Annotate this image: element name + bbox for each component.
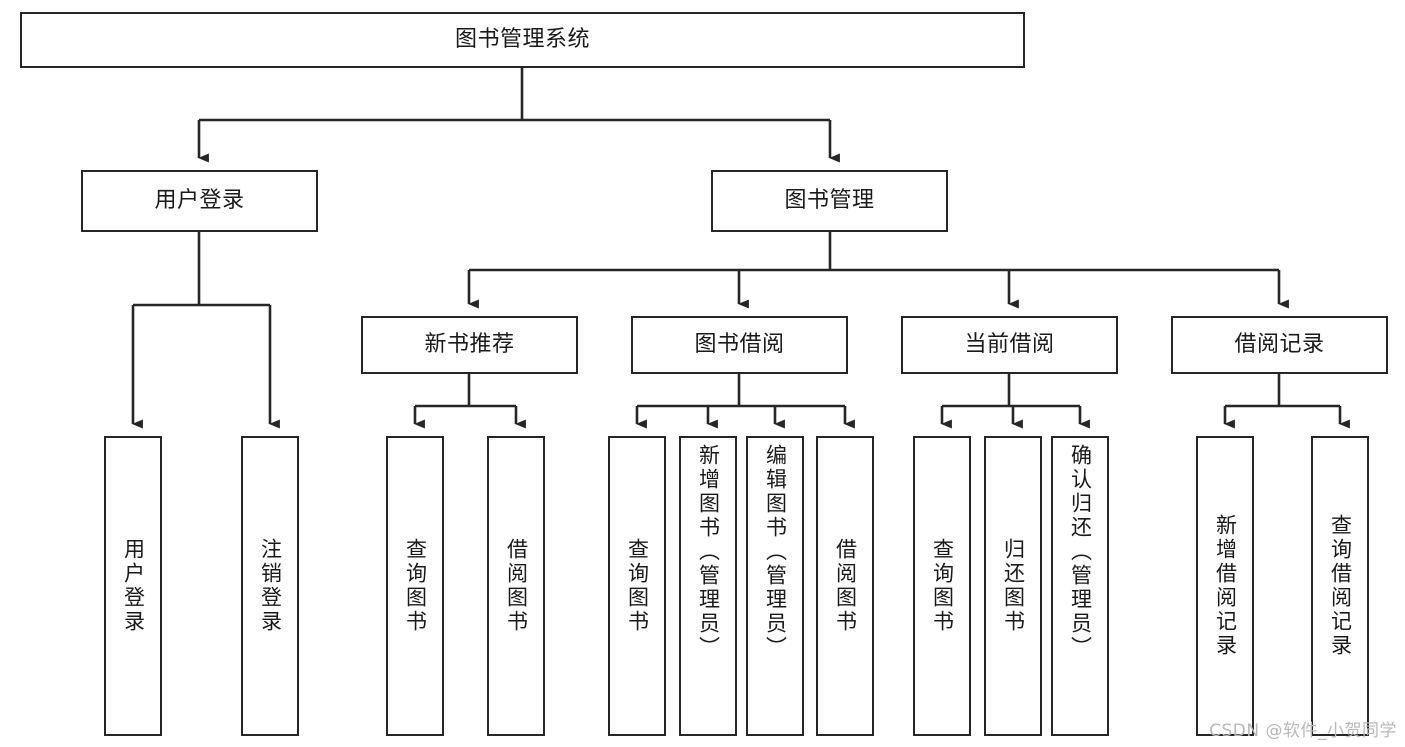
node-root-label: 图书管理系统 bbox=[454, 27, 590, 53]
node-leaf-return-book-label: 归还图书 bbox=[1001, 538, 1026, 634]
node-book-borrow-label: 图书借阅 bbox=[694, 332, 785, 358]
node-leaf-borrow-book-label: 借阅图书 bbox=[833, 538, 858, 634]
node-leaf-query-book-current[interactable]: 查询图书 bbox=[913, 436, 971, 736]
node-leaf-query-borrow-record-label: 查询借阅记录 bbox=[1328, 514, 1353, 658]
node-leaf-borrow-book-recommend[interactable]: 借阅图书 bbox=[487, 436, 545, 736]
node-root[interactable]: 图书管理系统 bbox=[20, 12, 1025, 68]
node-leaf-add-borrow-record[interactable]: 新增借阅记录 bbox=[1196, 436, 1254, 736]
node-new-book-recommend-label: 新书推荐 bbox=[424, 332, 515, 358]
node-leaf-logout-login-label: 注销登录 bbox=[258, 538, 283, 634]
node-leaf-user-login-label: 用户登录 bbox=[121, 538, 146, 634]
node-leaf-borrow-book[interactable]: 借阅图书 bbox=[816, 436, 874, 736]
node-borrow-record-label: 借阅记录 bbox=[1234, 332, 1325, 358]
node-leaf-return-book[interactable]: 归还图书 bbox=[984, 436, 1042, 736]
node-leaf-query-book-current-label: 查询图书 bbox=[930, 538, 955, 634]
node-leaf-borrow-book-recommend-label: 借阅图书 bbox=[504, 538, 529, 634]
node-current-borrow-label: 当前借阅 bbox=[964, 332, 1055, 358]
node-leaf-query-book-borrow[interactable]: 查询图书 bbox=[608, 436, 666, 736]
node-leaf-add-borrow-record-label: 新增借阅记录 bbox=[1213, 514, 1238, 658]
node-current-borrow[interactable]: 当前借阅 bbox=[901, 316, 1118, 374]
node-leaf-user-login[interactable]: 用户登录 bbox=[104, 436, 162, 736]
node-leaf-add-book-admin[interactable]: 新增图书（管理员） bbox=[679, 436, 737, 736]
node-leaf-confirm-return-admin[interactable]: 确认归还（管理员） bbox=[1051, 436, 1109, 736]
node-user-login[interactable]: 用户登录 bbox=[81, 170, 318, 232]
node-new-book-recommend[interactable]: 新书推荐 bbox=[361, 316, 578, 374]
node-user-login-label: 用户登录 bbox=[154, 188, 245, 214]
node-leaf-edit-book-admin-label: 编辑图书（管理员） bbox=[763, 444, 788, 660]
node-book-manage-label: 图书管理 bbox=[784, 188, 875, 214]
node-leaf-query-book-recommend[interactable]: 查询图书 bbox=[386, 436, 444, 736]
node-leaf-confirm-return-admin-label: 确认归还（管理员） bbox=[1068, 444, 1093, 660]
node-leaf-query-book-recommend-label: 查询图书 bbox=[403, 538, 428, 634]
node-leaf-edit-book-admin[interactable]: 编辑图书（管理员） bbox=[746, 436, 804, 736]
node-leaf-query-book-borrow-label: 查询图书 bbox=[625, 538, 650, 634]
node-borrow-record[interactable]: 借阅记录 bbox=[1171, 316, 1388, 374]
node-leaf-logout-login[interactable]: 注销登录 bbox=[241, 436, 299, 736]
node-book-borrow[interactable]: 图书借阅 bbox=[631, 316, 848, 374]
csdn-watermark: CSDN @软件_小贺同学 bbox=[1209, 721, 1397, 741]
node-leaf-add-book-admin-label: 新增图书（管理员） bbox=[696, 444, 721, 660]
node-leaf-query-borrow-record[interactable]: 查询借阅记录 bbox=[1311, 436, 1369, 736]
node-book-manage[interactable]: 图书管理 bbox=[711, 170, 948, 232]
